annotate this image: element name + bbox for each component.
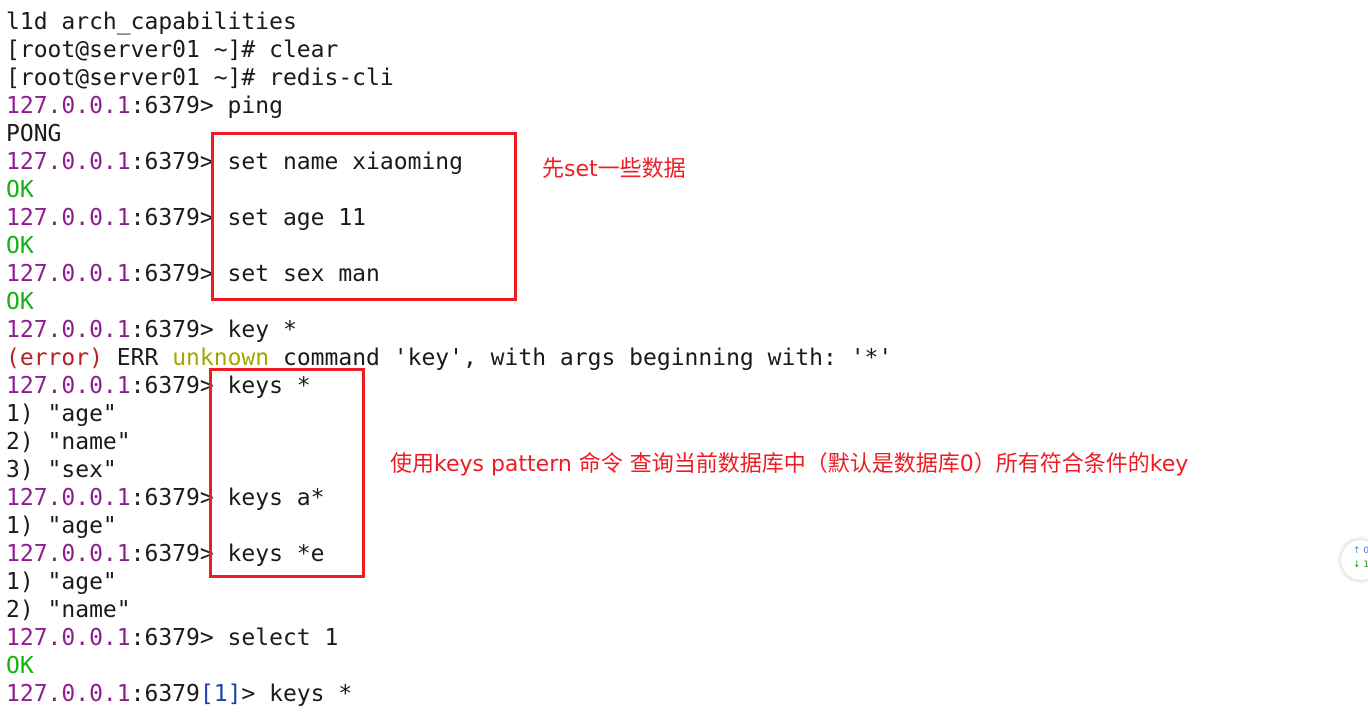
terminal-text-segment: 1) "age" [6,513,117,539]
terminal-line: 1) "age" [6,568,117,596]
terminal-line: 1) "age" [6,512,117,540]
terminal-line: 127.0.0.1:6379> set age 11 [6,204,366,232]
terminal-text-segment: :6379> keys * [130,373,311,399]
terminal-text-segment: OK [6,289,34,315]
terminal-text-segment: (error) [6,345,103,371]
terminal-text-segment: unknown [172,345,270,371]
terminal-line: OK [6,652,34,680]
terminal-text-segment: :6379> keys *e [130,541,325,567]
terminal-line: 127.0.0.1:6379> select 1 [6,624,338,652]
terminal-text-segment: :6379> key * [130,317,297,343]
terminal-text-segment: 127.0.0.1 [6,625,131,651]
terminal-text-segment: 2) "name" [6,597,131,623]
terminal-text-segment: 2) "name" [6,429,131,455]
terminal-text-segment: 1) "age" [6,569,117,595]
scroll-down-indicator: ↓ 1 [1353,560,1368,570]
terminal-text-segment: :6379> set age 11 [130,205,367,231]
terminal-text-segment: l1d arch_capabilities [6,9,297,35]
terminal-line: 127.0.0.1:6379> keys * [6,372,311,400]
terminal-line: [root@server01 ~]# redis-cli [6,64,394,92]
terminal-text-segment: OK [6,177,34,203]
terminal-line: [root@server01 ~]# clear [6,36,338,64]
terminal-text-segment: 127.0.0.1 [6,149,131,175]
terminal-text-segment: command 'key', with args beginning with:… [269,345,893,371]
terminal-line: 127.0.0.1:6379> set name xiaoming [6,148,463,176]
terminal-text-segment: 127.0.0.1 [6,93,131,119]
terminal-text-segment: OK [6,653,34,679]
terminal-line: 2) "name" [6,428,131,456]
terminal-text-segment: :6379> set sex man [130,261,380,287]
scroll-up-indicator: ↑ 0 [1353,546,1368,556]
terminal-line: 3) "sex" [6,456,117,484]
terminal-text-segment: [1] [199,681,242,707]
terminal-line: 127.0.0.1:6379> key * [6,316,297,344]
terminal-text-segment: 127.0.0.1 [6,373,131,399]
keys-commands-highlight-box [209,368,365,578]
terminal-text-segment: PONG [6,121,62,147]
terminal-line: PONG [6,120,61,148]
terminal-line: 127.0.0.1:6379> ping [6,92,283,120]
terminal-text-segment: 3) "sex" [6,457,117,483]
terminal-text-segment: :6379> select 1 [130,625,339,651]
terminal-line: (error) ERR unknown command 'key', with … [6,344,892,372]
set-commands-highlight-box [211,132,517,301]
keys-commands-note: 使用keys pattern 命令 查询当前数据库中（默认是数据库0）所有符合条… [390,452,1189,477]
terminal-text-segment: 127.0.0.1 [6,541,131,567]
terminal-line: 127.0.0.1:6379> set sex man [6,260,380,288]
terminal-text-segment: 127.0.0.1 [6,485,131,511]
terminal-text-segment: [root@server01 ~]# clear [6,37,339,63]
terminal-line: OK [6,232,34,260]
terminal-text-segment: 1) "age" [6,401,117,427]
terminal-text-segment: [root@server01 ~]# redis-cli [6,65,394,91]
terminal-line: 127.0.0.1:6379[1]> keys * [6,680,352,708]
terminal-text-segment: 127.0.0.1 [6,317,131,343]
scroll-indicator-widget[interactable]: ↑ 0 ↓ 1 [1341,540,1368,580]
terminal-text-segment: > keys * [241,681,353,707]
terminal-line: OK [6,176,34,204]
terminal-text-segment: :6379> ping [130,93,283,119]
terminal-text-segment: :6379> keys a* [130,485,325,511]
terminal-line: OK [6,288,34,316]
set-commands-note: 先set一些数据 [542,157,686,182]
terminal-text-segment: OK [6,233,34,259]
terminal-text-segment: ERR [102,345,173,371]
terminal-line: 127.0.0.1:6379> keys a* [6,484,325,512]
terminal-text-segment: 127.0.0.1 [6,205,131,231]
terminal-line: 2) "name" [6,596,131,624]
terminal-text-segment: 127.0.0.1 [6,261,131,287]
terminal-line: 1) "age" [6,400,117,428]
terminal-text-segment: 127.0.0.1 [6,681,131,707]
terminal-text-segment: :6379 [130,681,200,707]
terminal-line: 127.0.0.1:6379> keys *e [6,540,325,568]
terminal-line: l1d arch_capabilities [6,8,297,36]
terminal-text-segment: :6379> set name xiaoming [130,149,463,175]
